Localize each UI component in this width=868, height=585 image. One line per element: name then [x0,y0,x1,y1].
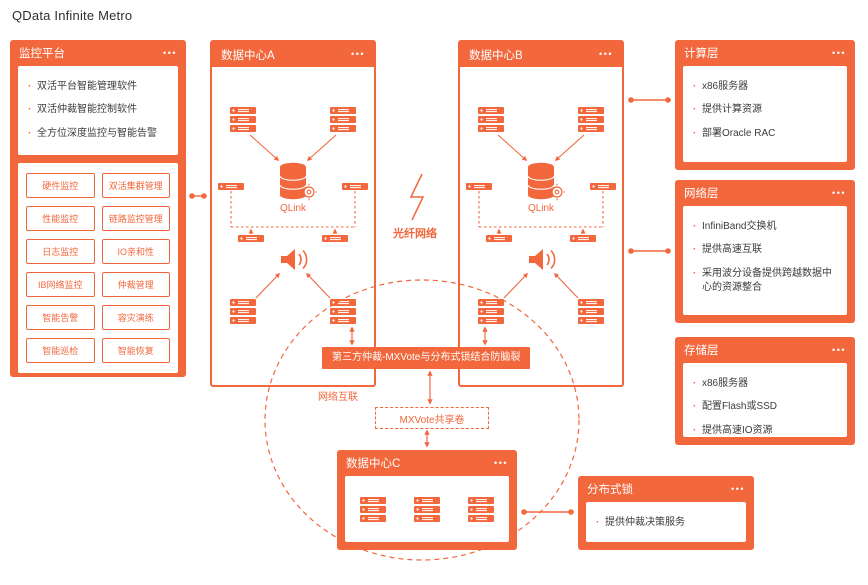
storage-layer-title: 存储层 [684,345,719,357]
feature-item: 双活仲裁智能控制软件 [27,99,169,123]
network-layer-panel: 网络层 ••• InfiniBand交换机 提供高速互联 采用波分设备提供跨越数… [675,180,855,323]
network-layer-list: InfiniBand交换机 提供高速互联 采用波分设备提供跨越数据中心的资源整合 [683,206,847,315]
datacenter-a-panel: 数据中心A ••• [210,40,376,387]
storage-layer-list: x86服务器 配置Flash或SSD 提供高速IO资源 [683,363,847,438]
menu-dots-icon[interactable]: ••• [832,187,846,198]
datacenter-a-diagram [218,67,368,385]
monitor-button-cluster[interactable]: 双活集群管理 [101,172,170,198]
fiber-network-label: 光纤网络 [393,228,437,240]
internal-connector-lines [478,134,604,299]
page-title: QData Infinite Metro [12,8,133,23]
network-layer-header: 网络层 ••• [675,180,855,206]
layer-item: 部署Oracle RAC [692,122,838,146]
datacenter-c-header: 数据中心C ••• [337,450,517,476]
layer-item: 采用波分设备提供跨越数据中心的资源整合 [692,262,838,300]
monitor-button-inspection[interactable]: 智能巡检 [26,337,95,363]
monitor-button-log[interactable]: 日志监控 [26,238,95,264]
datacenter-b-diagram [466,67,616,385]
monitor-button-io[interactable]: IO亲和性 [101,238,170,264]
qlink-label: QLink [527,203,555,214]
monitor-button-grid: 硬件监控 双活集群管理 性能监控 链路监控管理 日志监控 IO亲和性 IB网络监… [18,162,178,373]
datacenter-b-panel: 数据中心B ••• [458,40,624,387]
monitor-button-performance[interactable]: 性能监控 [26,205,95,231]
lock-item: 提供仲裁决策服务 [595,511,737,535]
compute-layer-panel: 计算层 ••• x86服务器 提供计算资源 部署Oracle RAC [675,40,855,170]
monitor-title: 监控平台 [19,48,65,60]
feature-item: 全方位深度监控与智能告警 [27,122,169,146]
storage-layer-panel: 存储层 ••• x86服务器 配置Flash或SSD 提供高速IO资源 [675,337,855,445]
datacenter-c-title: 数据中心C [346,458,401,470]
monitor-panel: 监控平台 ••• 双活平台智能管理软件 双活仲裁智能控制软件 全方位深度监控与智… [10,40,186,377]
network-layer-title: 网络层 [684,188,719,200]
monitor-button-recovery[interactable]: 智能恢复 [101,337,170,363]
distributed-lock-panel: 分布式锁 ••• 提供仲裁决策服务 [578,476,754,550]
storage-layer-header: 存储层 ••• [675,337,855,363]
menu-dots-icon[interactable]: ••• [163,47,177,58]
layer-item: InfiniBand交换机 [692,215,838,239]
layer-item: 提供高速IO资源 [692,419,838,443]
datacenter-b-header: 数据中心B ••• [460,42,622,67]
server-rack-icons [360,497,494,522]
monitor-button-ib-network[interactable]: IB网络监控 [26,271,95,297]
datacenter-b-body: QLink [460,67,622,385]
datacenter-c-panel: 数据中心C ••• [337,450,517,550]
server-rack-icons [218,107,368,324]
menu-dots-icon[interactable]: ••• [832,47,846,58]
datacenter-c-body [345,476,509,542]
monitor-button-drill[interactable]: 容灾演练 [101,304,170,330]
datacenter-a-header: 数据中心A ••• [212,42,374,67]
monitor-button-arbitration[interactable]: 仲裁管理 [101,271,170,297]
speaker-icon [281,249,308,270]
menu-dots-icon[interactable]: ••• [832,344,846,355]
monitor-feature-list: 双活平台智能管理软件 双活仲裁智能控制软件 全方位深度监控与智能告警 [18,66,178,155]
layer-item: x86服务器 [692,75,838,99]
qlink-label: QLink [279,203,307,214]
gear-icon [548,183,566,201]
feature-item: 双活平台智能管理软件 [27,75,169,99]
arbitration-banner: 第三方仲裁-MXVote与分布式锁结合防脑裂 [322,347,531,369]
speaker-icon [529,249,556,270]
lightning-icon [409,173,425,221]
compute-layer-header: 计算层 ••• [675,40,855,66]
network-interconnect-label: 网络互联 [318,392,358,403]
datacenter-b-title: 数据中心B [469,49,523,62]
distributed-lock-list: 提供仲裁决策服务 [586,502,746,542]
monitor-button-alert[interactable]: 智能告警 [26,304,95,330]
monitor-button-hardware[interactable]: 硬件监控 [26,172,95,198]
layer-item: 配置Flash或SSD [692,396,838,420]
menu-dots-icon[interactable]: ••• [351,49,365,59]
internal-connector-lines [230,134,356,299]
compute-layer-title: 计算层 [684,48,719,60]
mxvote-shared-volume-box: MXVote共享卷 [375,407,489,429]
gear-icon [300,183,318,201]
compute-layer-list: x86服务器 提供计算资源 部署Oracle RAC [683,66,847,162]
monitor-button-link[interactable]: 链路监控管理 [101,205,170,231]
distributed-lock-header: 分布式锁 ••• [578,476,754,502]
menu-dots-icon[interactable]: ••• [731,483,745,494]
distributed-lock-title: 分布式锁 [587,484,633,496]
datacenter-a-body: QLink [212,67,374,385]
layer-item: 提供计算资源 [692,99,838,123]
monitor-header: 监控平台 ••• [10,40,186,66]
server-rack-icons [466,107,616,324]
layer-item: 提供高速互联 [692,239,838,263]
layer-item: x86服务器 [692,372,838,396]
database-icon [279,162,307,200]
menu-dots-icon[interactable]: ••• [599,49,613,59]
datacenter-a-title: 数据中心A [221,49,275,62]
menu-dots-icon[interactable]: ••• [494,457,508,468]
database-icon [527,162,555,200]
